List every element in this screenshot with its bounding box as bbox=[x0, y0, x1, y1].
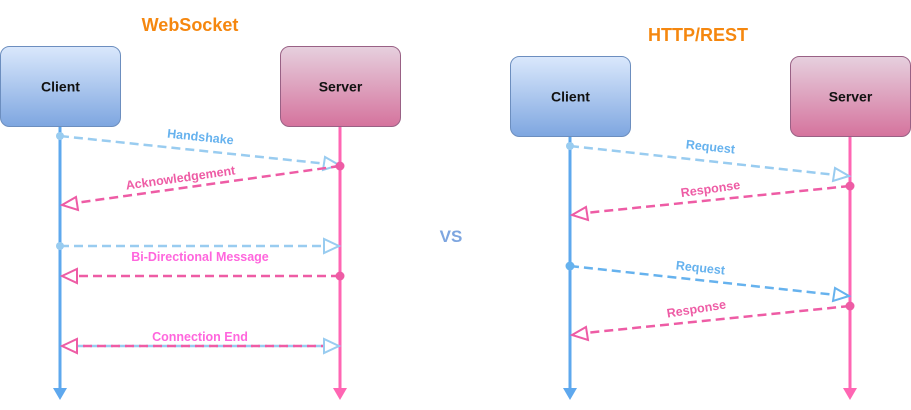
http-panel: HTTP/REST Client Server Request Response bbox=[510, 25, 911, 400]
ws-connection-end-message: Connection End bbox=[59, 330, 342, 355]
ws-handshake-label: Handshake bbox=[167, 127, 235, 148]
ws-client-box: Client bbox=[0, 46, 121, 127]
ws-acknowledgement-message: Acknowledgement bbox=[59, 161, 345, 212]
vs-label: VS bbox=[440, 227, 463, 246]
ws-bidirectional-label: Bi-Directional Message bbox=[131, 250, 269, 264]
http-server-lifeline-arrowhead bbox=[843, 388, 857, 400]
http-title: HTTP/REST bbox=[648, 25, 748, 45]
ws-connection-end-label: Connection End bbox=[152, 330, 248, 344]
http-request-2-message: Request bbox=[565, 258, 852, 303]
http-server-label: Server bbox=[829, 89, 873, 105]
http-client-box: Client bbox=[510, 56, 631, 137]
ws-server-lifeline-arrowhead bbox=[333, 388, 347, 400]
http-response-1-message: Response bbox=[569, 178, 855, 222]
ws-server-box: Server bbox=[280, 46, 401, 127]
ws-bidirectional-request bbox=[56, 237, 342, 255]
ws-handshake-message: Handshake bbox=[56, 127, 342, 172]
ws-client-lifeline-arrowhead bbox=[53, 388, 67, 400]
http-response-2-label: Response bbox=[666, 297, 727, 320]
ws-client-label: Client bbox=[41, 79, 80, 95]
ws-server-label: Server bbox=[319, 79, 363, 95]
ws-bidirectional-response bbox=[59, 267, 345, 285]
http-request-2-label: Request bbox=[675, 258, 726, 277]
http-request-1-message: Request bbox=[566, 137, 852, 183]
http-client-label: Client bbox=[551, 89, 590, 105]
http-client-lifeline-arrowhead bbox=[563, 388, 577, 400]
http-request-1-label: Request bbox=[685, 137, 736, 156]
http-response-2-message: Response bbox=[569, 297, 855, 342]
websocket-title: WebSocket bbox=[142, 15, 239, 35]
http-server-box: Server bbox=[790, 56, 911, 137]
websocket-panel: WebSocket Client Server Handshake Acknow… bbox=[0, 15, 401, 400]
